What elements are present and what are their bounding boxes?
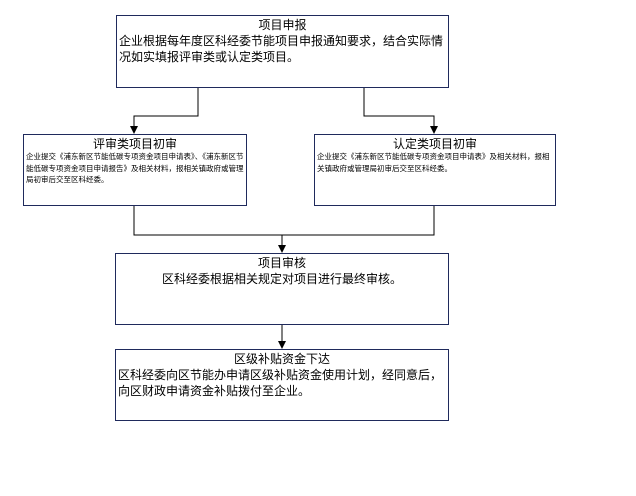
node-body: 区科经委根据相关规定对项目进行最终审核。: [161, 272, 402, 286]
node-body: 企业提交《浦东新区节能低碳专项资金项目申请表》、《浦东新区节能低碳专项资金项目申…: [26, 152, 244, 184]
node-body: 企业提交《浦东新区节能低碳专项资金项目申请表》及相关材料，报相关镇政府或管理局初…: [317, 152, 550, 173]
node-certify-preliminary: 认定类项目初审 企业提交《浦东新区节能低碳专项资金项目申请表》及相关材料，报相关…: [314, 134, 556, 206]
node-body: 企业根据每年度区科经委节能项目申报通知要求，结合实际情况如实填报评审类或认定类项…: [119, 34, 444, 64]
node-fund-release: 区级补贴资金下达 区科经委向区节能办申请区级补贴资金使用计划，经同意后，向区财政…: [115, 349, 449, 421]
node-body: 区科经委向区节能办申请区级补贴资金使用计划，经同意后，向区财政申请资金补贴拨付至…: [118, 368, 443, 398]
node-project-apply: 项目申报 企业根据每年度区科经委节能项目申报通知要求，结合实际情况如实填报评审类…: [116, 15, 449, 88]
node-title: 项目申报: [258, 18, 307, 32]
node-project-audit: 项目审核 区科经委根据相关规定对项目进行最终审核。: [115, 253, 449, 325]
node-title: 项目审核: [257, 256, 306, 270]
node-title: 认定类项目初审: [392, 137, 477, 151]
arrow-apply-to-certify: [363, 88, 438, 134]
node-review-preliminary: 评审类项目初审 企业提交《浦东新区节能低碳专项资金项目申请表》、《浦东新区节能低…: [23, 134, 247, 206]
merge-line: [133, 206, 435, 236]
node-title: 区级补贴资金下达: [233, 352, 330, 366]
arrow-apply-to-review: [130, 88, 199, 134]
node-title: 评审类项目初审: [92, 137, 177, 151]
